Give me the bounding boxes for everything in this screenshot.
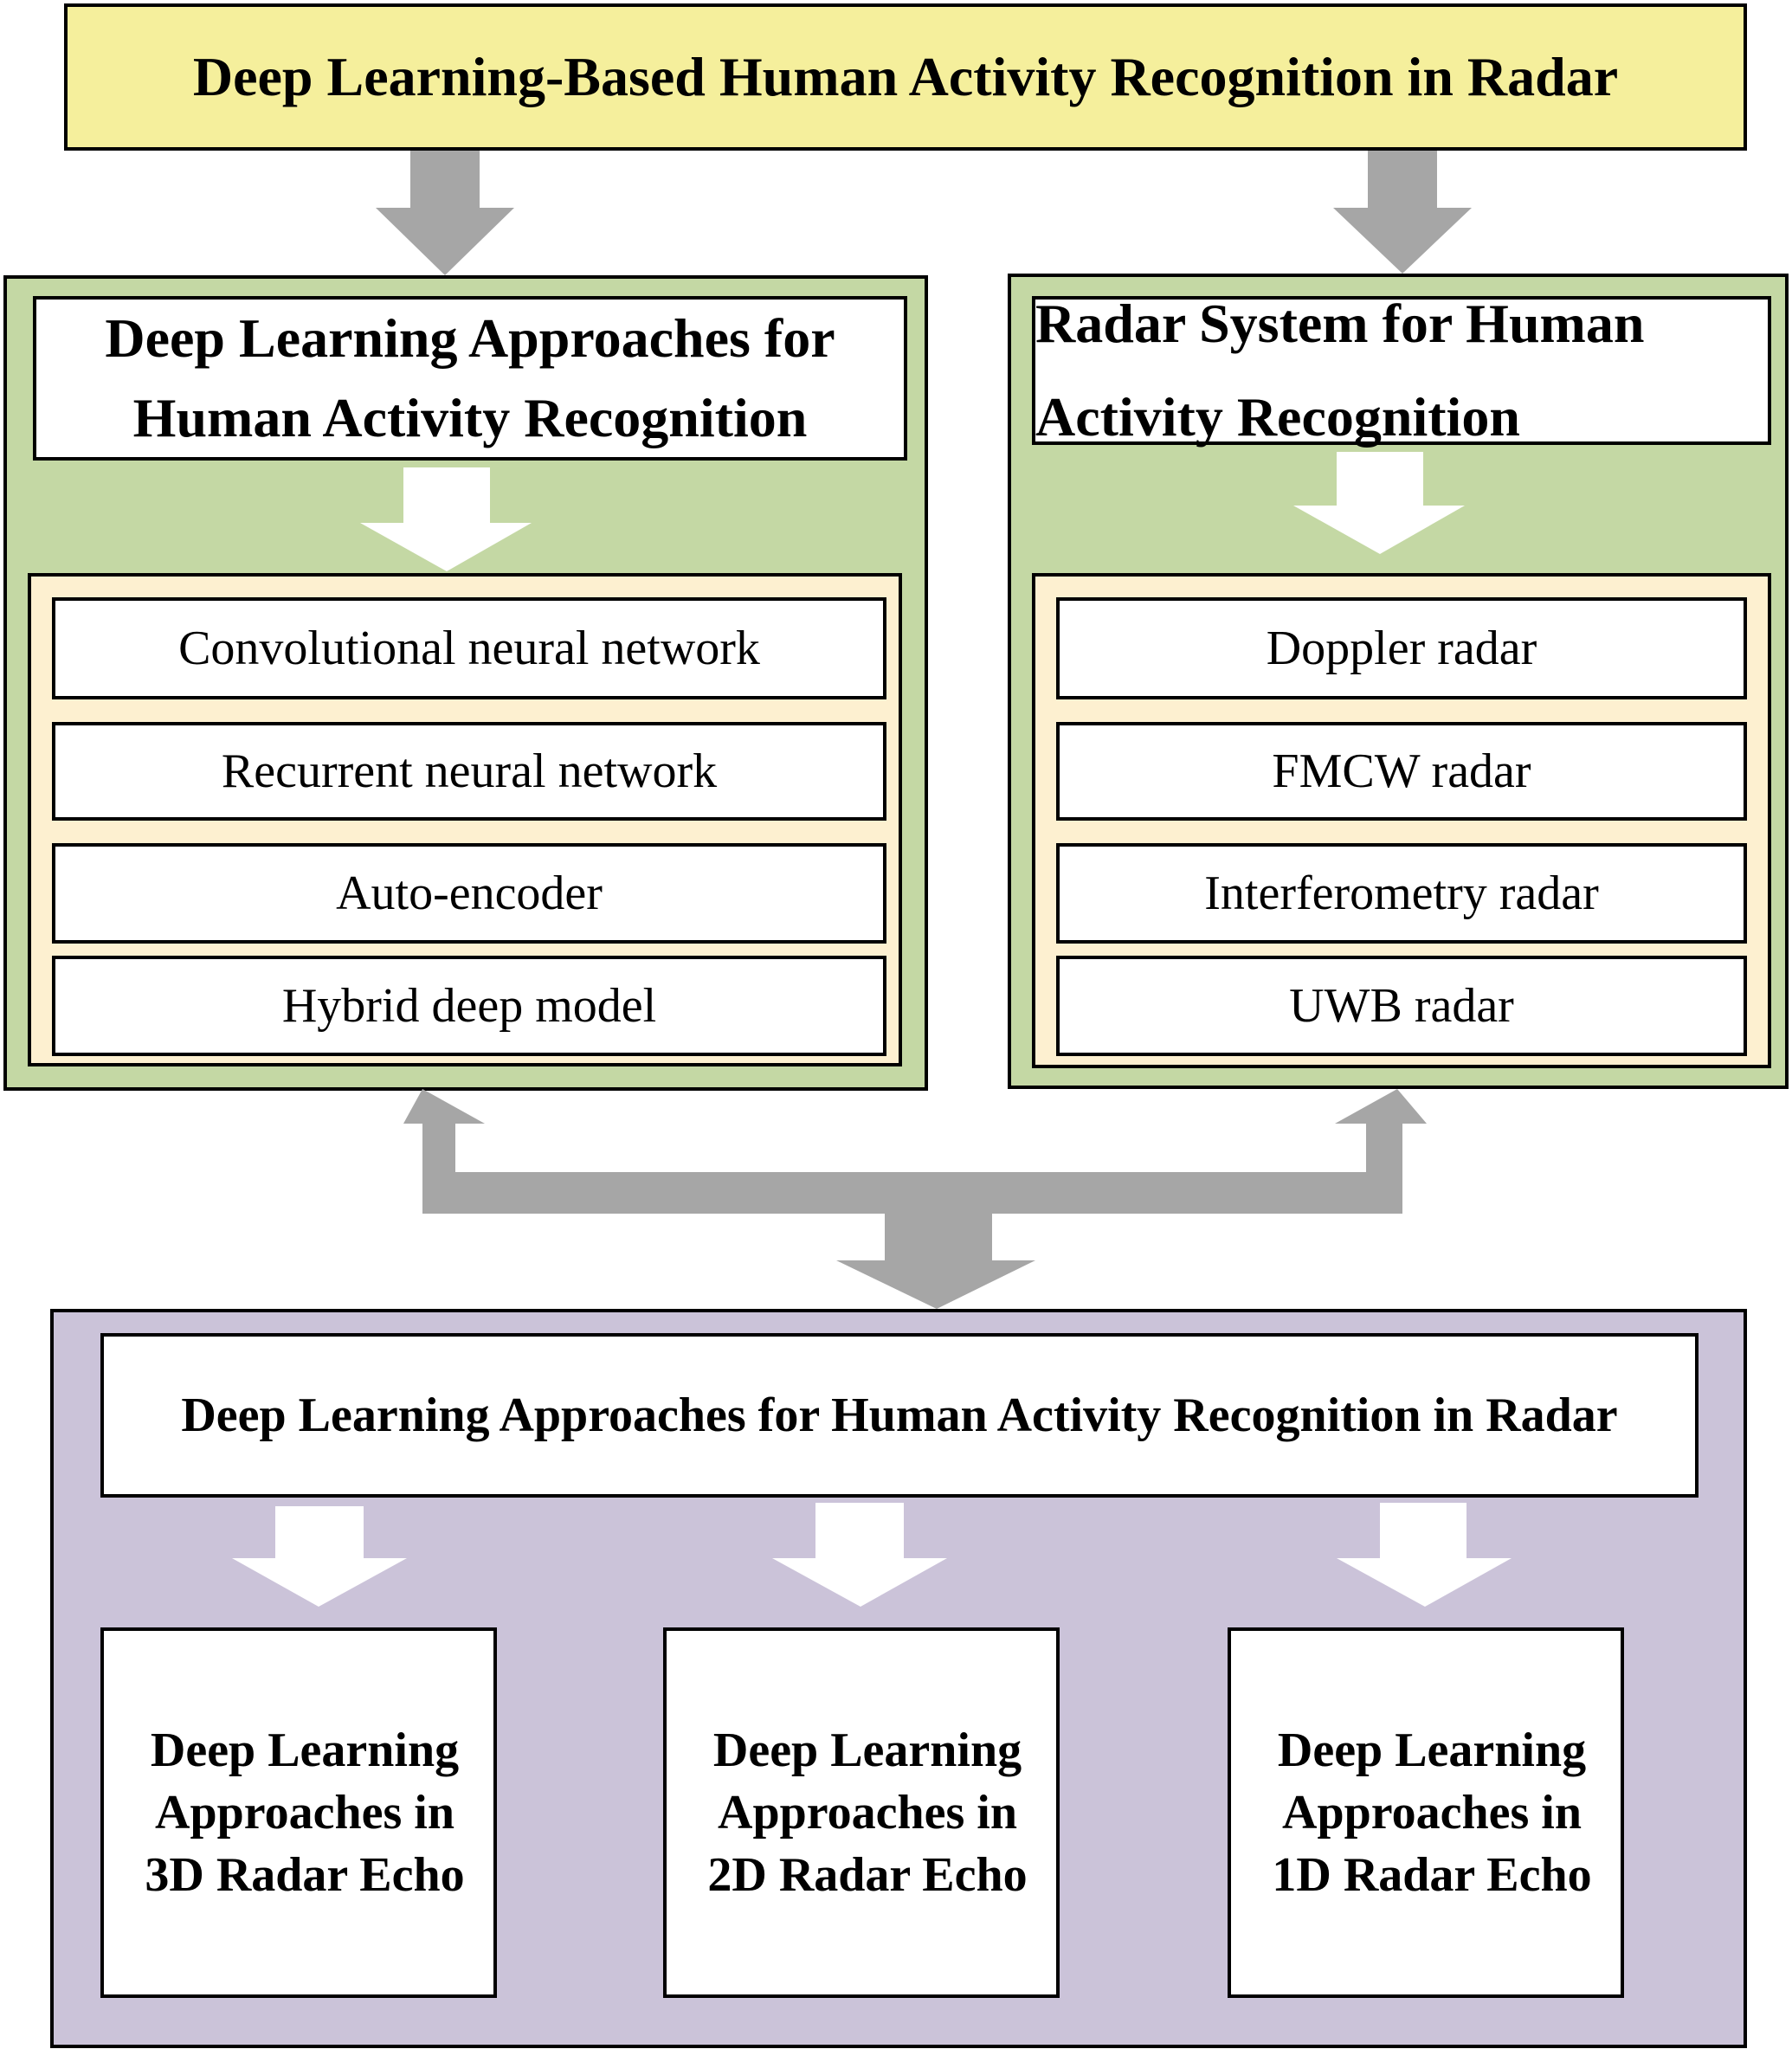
gray-connector-arrow xyxy=(403,1089,1427,1309)
echo-label-line: 2D Radar Echo xyxy=(707,1848,1028,1902)
echo-label-line: Approaches in xyxy=(718,1786,1017,1840)
echo-box-1d: Deep Learning Approaches in 1D Radar Ech… xyxy=(1228,1627,1624,1998)
method-item-cnn: Convolutional neural network xyxy=(52,597,886,699)
white-down-arrow-2d xyxy=(772,1503,947,1607)
echo-label-line: 1D Radar Echo xyxy=(1272,1848,1592,1902)
radar-header-line1: Radar System for Human xyxy=(1035,293,1645,354)
radar-item-interferometry: Interferometry radar xyxy=(1056,843,1747,944)
radar-label: Doppler radar xyxy=(1266,622,1537,675)
echo-label-line: Deep Learning xyxy=(150,1724,460,1777)
echo-box-2d: Deep Learning Approaches in 2D Radar Ech… xyxy=(663,1627,1060,1998)
method-item-rnn: Recurrent neural network xyxy=(52,722,886,821)
method-label: Recurrent neural network xyxy=(221,744,718,798)
method-item-hybrid: Hybrid deep model xyxy=(52,956,886,1056)
radar-label: Interferometry radar xyxy=(1204,867,1599,920)
echo-label-line: 3D Radar Echo xyxy=(145,1848,465,1902)
echo-box-3d: Deep Learning Approaches in 3D Radar Ech… xyxy=(100,1627,497,1998)
radar-item-fmcw: FMCW radar xyxy=(1056,722,1747,821)
method-label: Auto-encoder xyxy=(336,867,603,920)
radar-label: UWB radar xyxy=(1289,979,1514,1033)
white-down-arrow-right xyxy=(1293,452,1465,554)
gray-down-arrow-right xyxy=(1333,151,1472,274)
echo-label-line: Deep Learning xyxy=(712,1724,1022,1777)
method-label: Convolutional neural network xyxy=(178,622,760,675)
deep-learning-header: Deep Learning Approaches for Human Activ… xyxy=(33,296,907,461)
gray-down-arrow-left xyxy=(376,151,514,275)
diagram-title: Deep Learning-Based Human Activity Recog… xyxy=(64,3,1747,151)
method-label: Hybrid deep model xyxy=(281,979,657,1033)
radar-label: FMCW radar xyxy=(1272,744,1531,798)
title-text: Deep Learning-Based Human Activity Recog… xyxy=(192,46,1619,107)
method-item-autoencoder: Auto-encoder xyxy=(52,843,886,944)
radar-item-uwb: UWB radar xyxy=(1056,956,1747,1056)
white-down-arrow-1d xyxy=(1337,1503,1512,1607)
radar-system-header: Radar System for Human Activity Recognit… xyxy=(1032,293,1771,448)
radar-item-doppler: Doppler radar xyxy=(1056,597,1747,699)
combined-header: Deep Learning Approaches for Human Activ… xyxy=(100,1333,1699,1498)
echo-label-line: Approaches in xyxy=(1282,1786,1582,1840)
echo-label-line: Approaches in xyxy=(155,1786,454,1840)
deep-learning-header-line2: Human Activity Recognition xyxy=(132,387,808,448)
radar-header-line2: Activity Recognition xyxy=(1035,386,1520,448)
white-down-arrow-3d xyxy=(232,1506,407,1607)
echo-label-line: Deep Learning xyxy=(1277,1724,1587,1777)
white-down-arrow-left xyxy=(360,467,532,571)
combined-header-text: Deep Learning Approaches for Human Activ… xyxy=(181,1389,1618,1442)
deep-learning-header-line1: Deep Learning Approaches for xyxy=(105,307,835,369)
